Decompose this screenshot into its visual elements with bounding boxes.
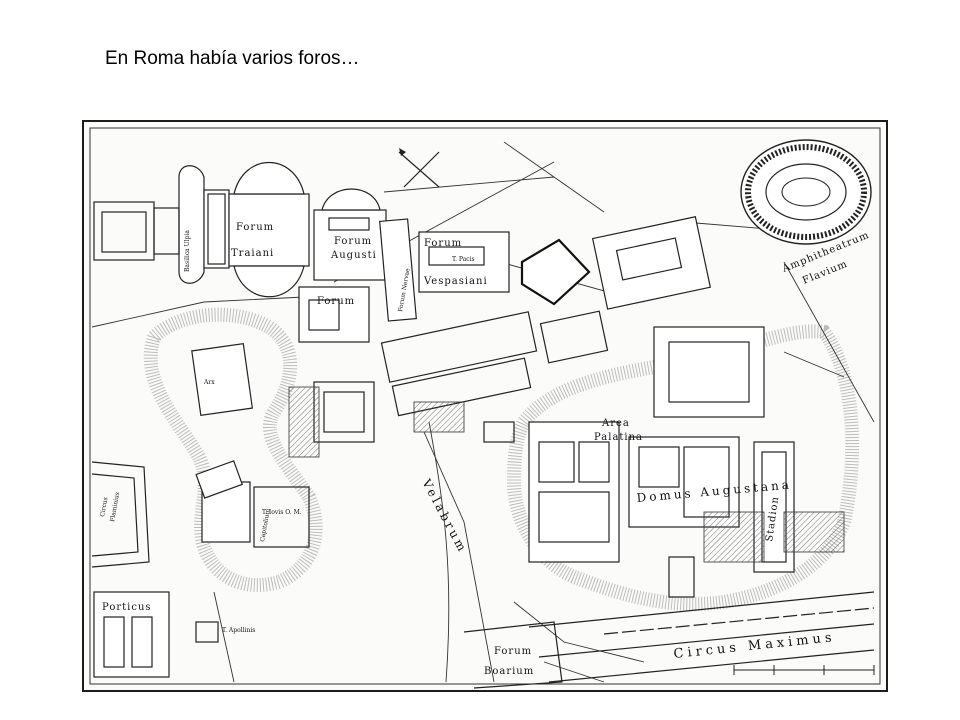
temple-venus-roma [520,216,712,310]
label-forum-vespasiani-2: Vespasiani [423,276,488,287]
map-inner-border [89,127,881,685]
label-circus-flaminius-2: Flaminius [109,492,121,523]
forum-boarium [463,621,563,689]
scale-bar [733,665,875,675]
label-t-pacis: T. Pacis [452,256,475,263]
label-velabrum: Velabrum [419,476,470,556]
circus-flaminius [91,461,150,568]
forum-traiani-complex [93,161,310,298]
label-area-palatina-2: Palatina [594,432,643,443]
roman-forum-map: Forum Traiani Basilica Ulpia Forum Augus… [89,127,881,689]
forum-vespasiani-complex [298,218,510,343]
porticus [93,591,219,678]
label-t-iovis: T. Iovis O. M. [262,509,302,516]
label-area-palatina-1: Area [601,418,630,429]
label-t-apollinis: T. Apollinis [222,627,255,634]
capitoline-buildings [191,343,310,548]
palatine-buildings [528,326,845,598]
label-circus-maximus: Circus Maximus [673,630,836,662]
label-circus-flaminius-1: Circus [99,497,109,518]
label-forum-vespasiani-1: Forum [424,238,462,249]
label-porticus: Porticus [102,602,152,613]
label-forum-augusti-1: Forum [334,236,372,247]
label-forum-augusti-2: Augusti [330,250,377,261]
label-forum-traiani-2: Traiani [231,248,274,259]
label-forum-traiani-1: Forum [236,222,274,233]
map-image: Forum Traiani Basilica Ulpia Forum Augus… [82,120,888,692]
label-arx: Arx [203,379,215,386]
label-forum-boarium-1: Forum [494,646,532,657]
slide-title: En Roma había varios foros… [105,48,360,69]
label-forum-boarium-2: Boarium [484,666,534,677]
north-arrow-icon [398,148,440,188]
label-basilica-ulpia: Basilica Ulpia [184,230,191,272]
circus-maximus [528,591,875,683]
forum-romanum-cluster [288,310,609,458]
colosseum [740,139,872,245]
label-forum-small: Forum [317,296,355,307]
forum-augusti-complex [313,188,387,281]
